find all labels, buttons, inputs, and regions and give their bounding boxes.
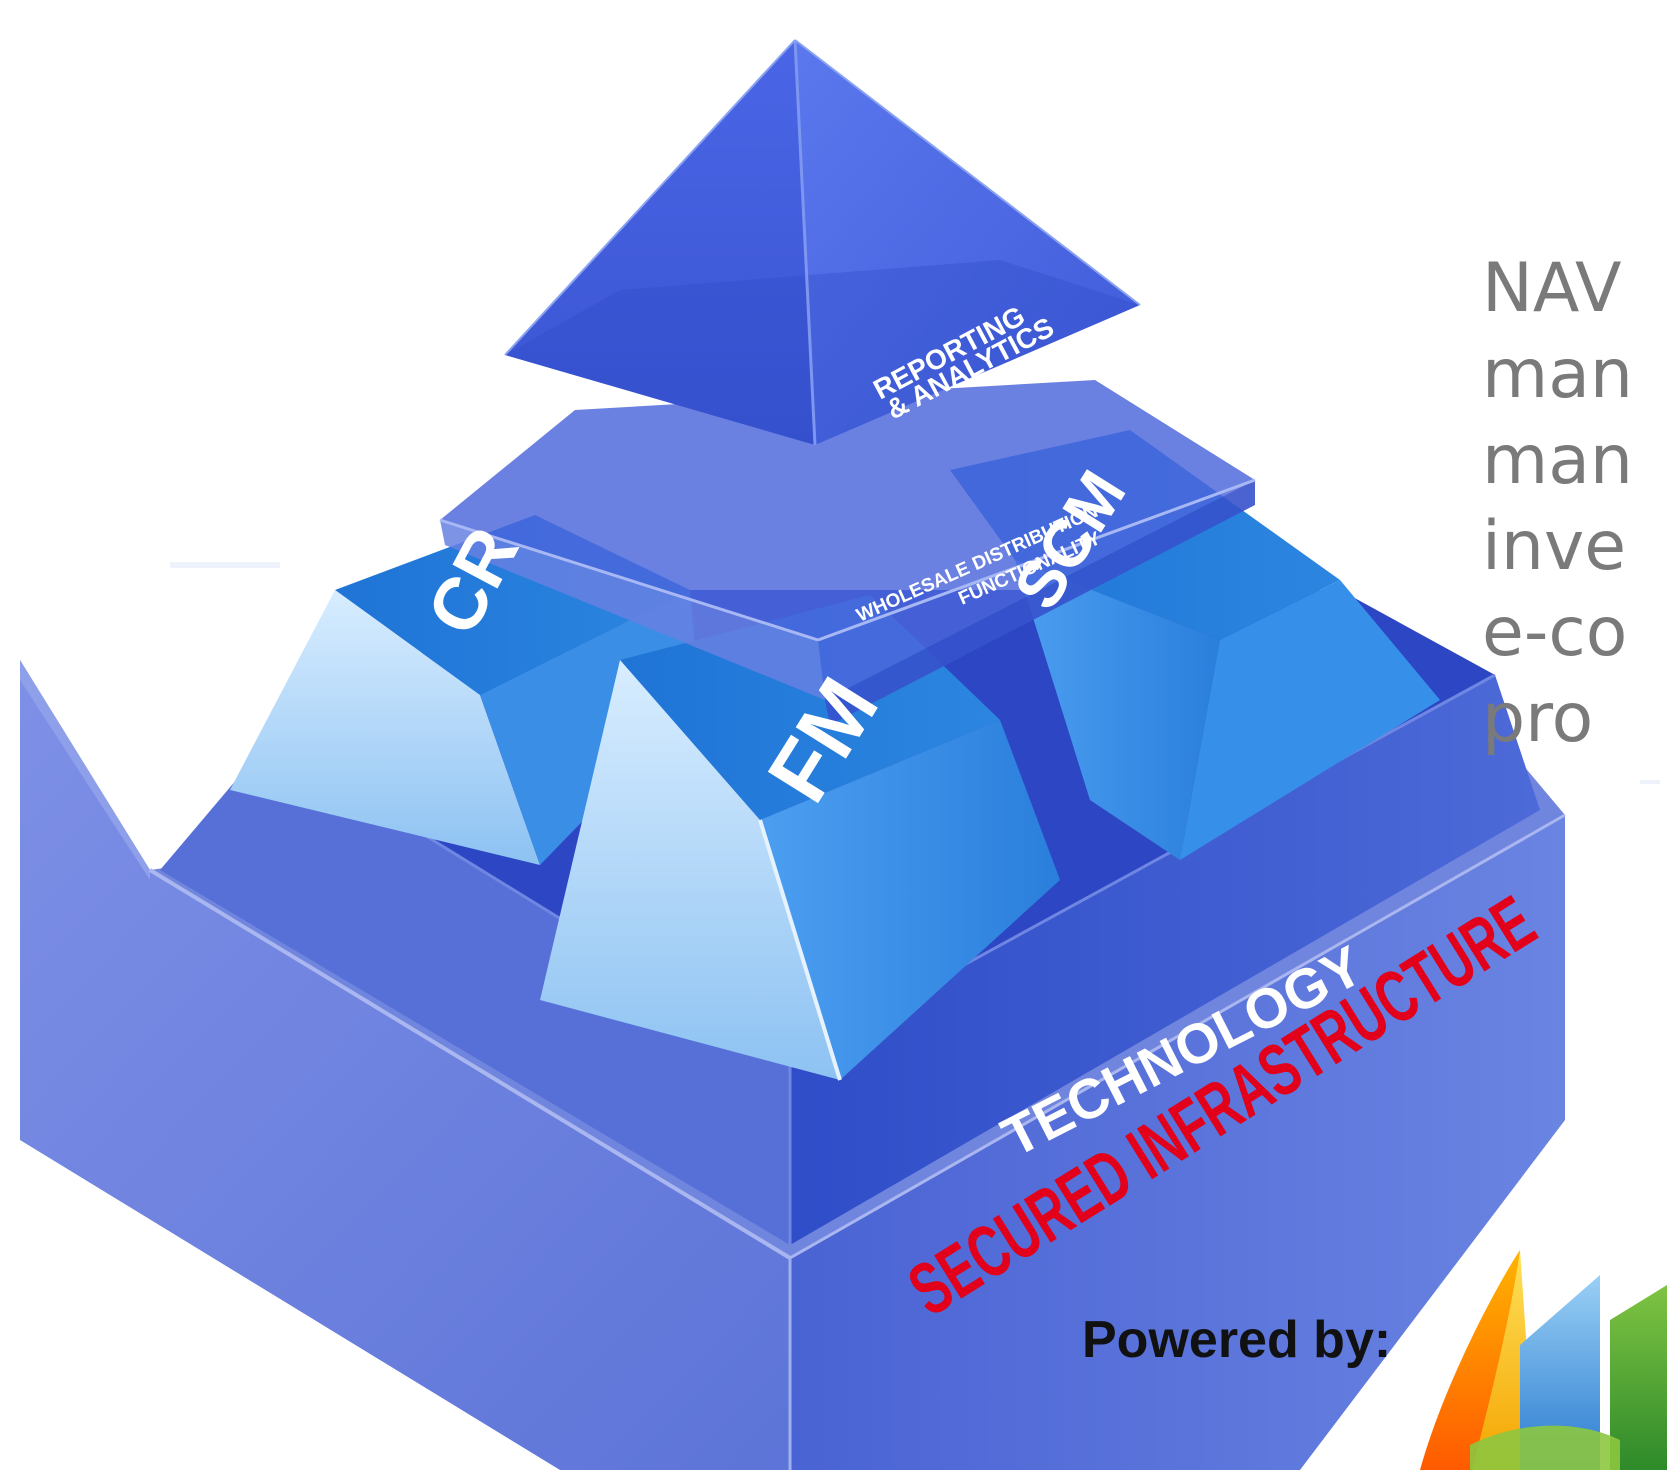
- apex-pyramid: [504, 39, 1141, 446]
- side-text-line-3: man: [1482, 421, 1634, 500]
- side-text-line-1: NAV: [1482, 249, 1622, 328]
- side-text-line-2: man: [1482, 335, 1634, 414]
- wholesale-layer: [439, 380, 1256, 725]
- side-description-text: NAV man man inve e-co pro: [1482, 246, 1633, 762]
- side-text-line-5: e-co: [1482, 593, 1628, 672]
- side-text-line-4: inve: [1482, 507, 1627, 586]
- powered-by-label: Powered by:: [1082, 1311, 1392, 1369]
- side-text-line-6: pro: [1482, 679, 1594, 758]
- dynamics-logo: [1420, 1250, 1667, 1470]
- background-streaks: [170, 562, 1660, 784]
